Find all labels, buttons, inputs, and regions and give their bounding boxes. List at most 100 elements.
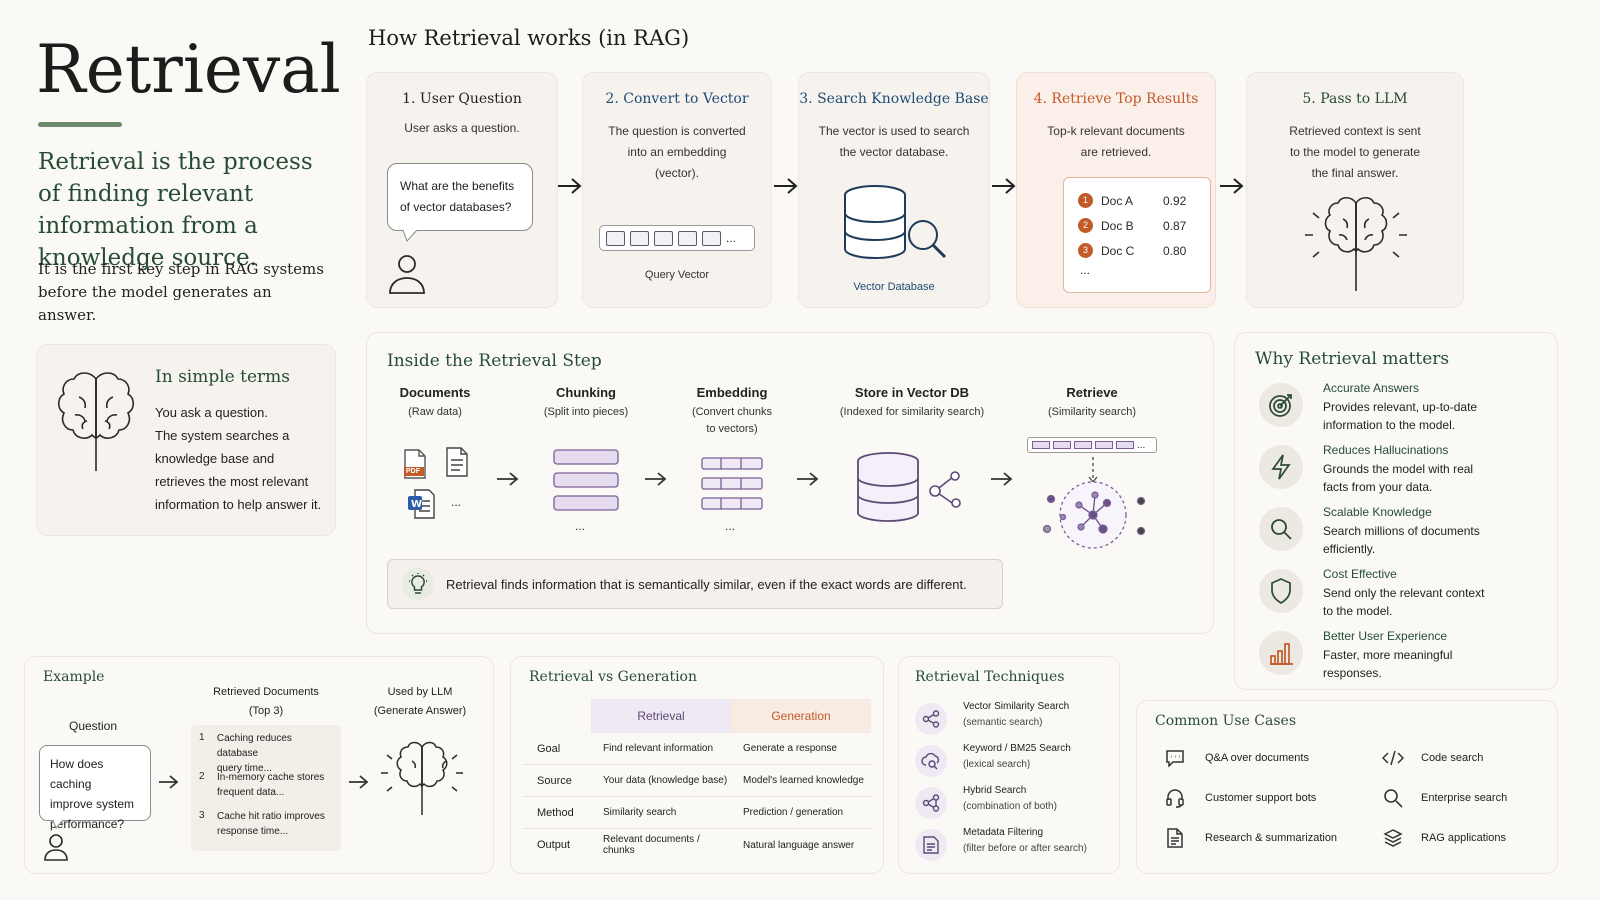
bubble-tail: [403, 229, 421, 243]
versus-header-generation: Generation: [731, 699, 871, 733]
why-retrieval-panel: Why Retrieval matters Accurate Answers P…: [1234, 332, 1558, 690]
technique-sub: (lexical search): [963, 759, 1031, 770]
why-item-title: Scalable Knowledge: [1323, 505, 1432, 519]
step-desc: The question is converted: [608, 124, 746, 138]
simple-terms-line: The system searches a: [155, 428, 290, 443]
versus-cell-retrieval: Relevant documents / chunks: [603, 834, 700, 856]
why-item-title: Better User Experience: [1323, 629, 1448, 643]
word-file-icon: W: [407, 489, 435, 519]
use-case-label: Code search: [1421, 752, 1484, 764]
versus-cell-generation: Model's learned knowledge: [743, 775, 864, 786]
why-item-title: Accurate Answers: [1323, 381, 1420, 395]
how-it-works-title: How Retrieval works (in RAG): [368, 26, 690, 50]
versus-row: Method Similarity search Prediction / ge…: [523, 797, 873, 829]
user-icon: [387, 253, 427, 295]
question-bubble: What are the benefits of vector database…: [387, 163, 533, 231]
pdf-label: PDF: [406, 468, 420, 475]
why-item-desc: Provides relevant, up-to-date: [1323, 400, 1478, 414]
llm-label: Used by LLM: [387, 686, 453, 698]
why-item-desc: responses.: [1323, 666, 1382, 680]
simple-terms-title: In simple terms: [155, 367, 290, 387]
vector-ellipsis: ...: [726, 231, 737, 245]
step-desc: (vector).: [654, 166, 699, 180]
search-icon: [1377, 788, 1409, 808]
share-icon: [915, 703, 947, 735]
step-desc: into an embedding: [627, 145, 727, 159]
intro-subtext: It is the first key step in RAG systems …: [38, 260, 324, 324]
chunks-ellipsis: ...: [575, 519, 586, 533]
pdf-icon: [403, 449, 427, 479]
result-score: 0.87: [1163, 218, 1187, 233]
result-row: 3 Doc C 0.80: [1078, 238, 1210, 263]
flow-arrow: [643, 469, 669, 489]
versus-cell-generation: Prediction / generation: [743, 807, 844, 818]
versus-cell-retrieval: Your data (knowledge base): [603, 775, 728, 786]
step-desc: User asks a question.: [404, 121, 520, 135]
versus-row-label: Source: [537, 774, 572, 787]
chunks-icon: [553, 449, 619, 513]
step-card-retrieve-top: 4. Retrieve Top Results Top-k relevant d…: [1016, 72, 1216, 308]
graph-nodes-icon: [925, 469, 965, 509]
step-card-user-question: 1. User Question User asks a question. W…: [366, 72, 558, 308]
inside-retrieval-panel: Inside the Retrieval Step Documents (Raw…: [366, 332, 1214, 634]
result-rank-badge: 3: [1078, 243, 1093, 258]
step-desc: are retrieved.: [1080, 145, 1152, 159]
doc-line: response time...: [217, 826, 289, 837]
technique-title: Vector Similarity Search: [963, 701, 1070, 712]
flow-arrow: [990, 176, 1018, 196]
embeddings-icon: [701, 457, 763, 511]
why-item: Scalable Knowledge Search millions of do…: [1259, 505, 1549, 561]
tip-text: Retrieval finds information that is sema…: [446, 576, 967, 592]
results-more: ...: [1080, 263, 1091, 277]
database-search-icon: [843, 183, 951, 267]
use-case-item: RAG applications: [1377, 823, 1547, 853]
result-score: 0.80: [1163, 243, 1187, 258]
use-case-item: Code search: [1377, 743, 1547, 773]
technique-title: Metadata Filtering: [963, 827, 1044, 838]
title-underline: [38, 122, 122, 127]
headset-icon: [1159, 788, 1191, 808]
step-desc: to the model to generate: [1289, 145, 1421, 159]
versus-row: Output Relevant documents / chunks Natur…: [523, 829, 873, 861]
user-icon: [43, 833, 69, 861]
step-title: 5. Pass to LLM: [1302, 91, 1408, 107]
simple-terms-line: knowledge base and: [155, 451, 275, 466]
doc-line: In-memory cache stores: [217, 772, 325, 783]
shield-icon: [1259, 569, 1303, 613]
why-item-desc: Send only the relevant context: [1323, 586, 1485, 600]
techniques-panel: Retrieval Techniques Vector Similarity S…: [898, 656, 1120, 874]
results-list: 1 Doc A 0.92 2 Doc B 0.87 3 Doc C 0.80 .…: [1063, 177, 1211, 293]
versus-row: Goal Find relevant information Generate …: [523, 733, 873, 765]
inside-step-title: Retrieve: [1066, 385, 1118, 400]
documents-ellipsis: ...: [451, 495, 462, 509]
page-title: Retrieval: [36, 31, 341, 108]
intro-headline: Retrieval is the process of finding rele…: [38, 149, 313, 271]
inside-step-sub: (Raw data): [408, 406, 462, 418]
inside-title: Inside the Retrieval Step: [387, 351, 602, 371]
layers-icon: [1377, 828, 1409, 848]
docs-label: Retrieved Documents: [213, 686, 319, 698]
step-title: 4. Retrieve Top Results: [1033, 91, 1199, 107]
use-case-item: Research & summarization: [1159, 823, 1359, 853]
use-case-label: RAG applications: [1421, 832, 1506, 844]
why-item-desc: Search millions of documents: [1323, 524, 1480, 538]
technique-item: Keyword / BM25 Search (lexical search): [915, 743, 1115, 779]
inside-step-title: Documents: [399, 385, 471, 400]
versus-cell-generation: Natural language answer: [743, 839, 855, 851]
why-item: Accurate Answers Provides relevant, up-t…: [1259, 381, 1549, 437]
flow-arrow: [157, 773, 181, 791]
flow-arrow: [347, 773, 371, 791]
tip-banner: Retrieval finds information that is sema…: [387, 559, 1003, 609]
cloud-search-icon: [915, 745, 947, 777]
doc-line: query time...: [216, 763, 272, 774]
retrieve-query-vector: ...: [1027, 437, 1157, 453]
example-question-line: performance?: [50, 817, 125, 831]
doc-line: Cache hit ratio improves: [217, 811, 325, 822]
inside-step-title: Chunking: [556, 385, 616, 400]
text-file-icon: [445, 447, 469, 477]
use-case-label: Q&A over documents: [1205, 752, 1309, 764]
flow-arrow: [495, 469, 521, 489]
result-row: 2 Doc B 0.87: [1078, 213, 1210, 238]
step-card-convert-vector: 2. Convert to Vector The question is con…: [582, 72, 772, 308]
